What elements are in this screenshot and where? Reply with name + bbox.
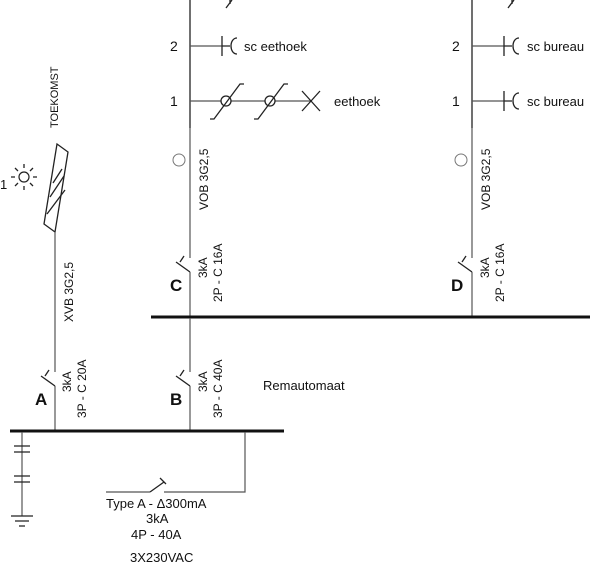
circuit-c-cable-label: VOB 3G2,5 — [197, 148, 211, 210]
main-switch: Type A - Δ300mA 3kA 4P - 40A 3X230VAC — [106, 432, 246, 565]
circuit-c-rating: 2P - C 16A — [211, 244, 225, 302]
circuit-a-breaking-capacity: 3kA — [60, 371, 74, 392]
circuit-c-item-2: 2 sc eethoek — [170, 36, 307, 56]
two-way-switch-icon — [210, 83, 244, 120]
switch-icon — [507, 0, 515, 9]
circuit-b-letter: B — [170, 390, 182, 409]
circuit-c-bell-icon — [172, 153, 186, 167]
circuit-b-breaking-capacity: 3kA — [196, 371, 210, 392]
circuit-d-item-1: 1 sc bureau — [452, 91, 584, 111]
solar-number: 1 — [0, 177, 7, 192]
solar-label: TOEKOMST — [49, 66, 61, 128]
circuit-d-breaking-capacity: 3kA — [478, 257, 492, 278]
main-switch-rating: 4P - 40A — [131, 527, 182, 542]
circuit-c-item-1: 1 eethoek — [170, 83, 381, 120]
main-switch-wire — [106, 432, 246, 493]
circuit-d-item-number: 2 — [452, 38, 460, 54]
circuit-d-item-2: 2 sc bureau — [452, 36, 584, 56]
circuit-c-item-label: eethoek — [334, 94, 381, 109]
switch-icon — [225, 0, 233, 9]
circuit-c-letter: C — [170, 276, 182, 295]
circuit-d-rating: 2P - C 16A — [493, 244, 507, 302]
circuit-b: B 3kA 3P - C 40A — [170, 318, 225, 432]
circuit-c-breaking-capacity: 3kA — [196, 257, 210, 278]
circuit-c-item-label: sc eethoek — [244, 39, 307, 54]
circuit-c-item-number: 1 — [170, 93, 178, 109]
circuit-d: 2 sc bureau 1 sc bureau VOB 3G2,5 D 3kA … — [451, 0, 584, 318]
circuit-d-item-label: sc bureau — [527, 94, 584, 109]
lamp-icon — [301, 90, 321, 112]
switch-icon — [503, 36, 520, 56]
solar-panel-icon — [43, 142, 69, 234]
circuit-b-rating: 3P - C 40A — [211, 360, 225, 418]
circuit-breaker-icon — [175, 255, 191, 273]
circuit-a: TOEKOMST 1 XVB 3G2,5 A 3kA 3P - C 20A — [0, 66, 89, 432]
sun-icon — [11, 164, 37, 190]
rem-label: Remautomaat — [263, 378, 345, 393]
circuit-breaker-icon — [40, 369, 56, 387]
main-switch-breaking-capacity: 3kA — [146, 511, 169, 526]
switch-icon — [221, 36, 238, 56]
circuit-d-item-number: 1 — [452, 93, 460, 109]
circuit-d-cable-label: VOB 3G2,5 — [479, 148, 493, 210]
two-way-switch-icon — [254, 83, 288, 120]
circuit-breaker-icon — [457, 255, 473, 273]
circuit-a-rating: 3P - C 20A — [75, 360, 89, 418]
rcd-switch-icon — [149, 477, 167, 493]
switch-icon — [503, 91, 520, 111]
circuit-d-item-label: sc bureau — [527, 39, 584, 54]
circuit-d-letter: D — [451, 276, 463, 295]
circuit-breaker-icon — [175, 369, 191, 387]
main-switch-type: Type A - Δ300mA — [106, 496, 207, 511]
circuit-a-letter: A — [35, 390, 47, 409]
circuit-d-bell-icon — [454, 153, 468, 167]
main-switch-supply: 3X230VAC — [130, 550, 193, 565]
circuit-c-item-number: 2 — [170, 38, 178, 54]
earth-icon — [11, 432, 33, 527]
circuit-c: 2 sc eethoek 1 eethoek VOB 3G2,5 C 3kA 2… — [170, 0, 381, 318]
circuit-a-cable-label: XVB 3G2,5 — [62, 262, 76, 322]
